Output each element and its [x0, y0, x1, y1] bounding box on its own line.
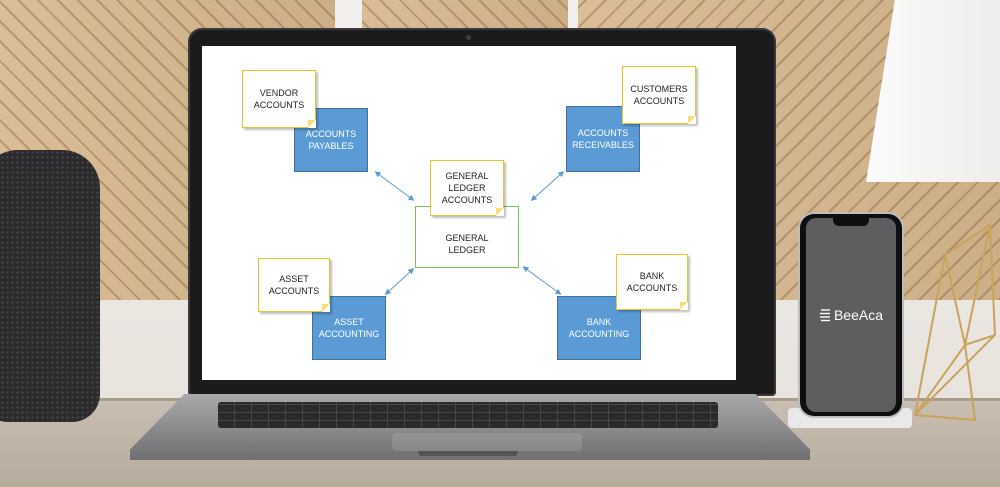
brand-logo: BeeAca — [819, 307, 883, 323]
laptop-screen: ACCOUNTS PAYABLES VENDOR ACCOUNTS ACCOUN… — [202, 46, 736, 380]
geometric-lamp-base — [913, 223, 997, 422]
brand-name: BeeAca — [833, 307, 884, 323]
phone-screen: BeeAca — [806, 218, 896, 412]
bank-accounts-note: BANK ACCOUNTS — [616, 254, 688, 310]
arrow-receivables-ledger — [530, 170, 565, 202]
arrow-payables-ledger — [374, 171, 415, 201]
laptop-trackpad — [392, 433, 582, 451]
general-ledger-accounts-note: GENERAL LEDGER ACCOUNTS — [430, 160, 504, 216]
smart-speaker — [0, 150, 100, 422]
arrow-bank-ledger — [522, 266, 562, 295]
laptop-keyboard — [218, 402, 718, 428]
asset-accounts-note: ASSET ACCOUNTS — [258, 258, 330, 312]
general-ledger-box: GENERAL LEDGER — [415, 206, 519, 268]
bee-logo-icon — [819, 309, 830, 322]
customers-accounts-note: CUSTOMERS ACCOUNTS — [622, 66, 696, 124]
diagram-arrows — [374, 170, 565, 296]
arrow-asset-ledger — [384, 267, 415, 296]
webcam-icon — [466, 35, 471, 40]
phone-notch — [833, 218, 869, 226]
vendor-accounts-note: VENDOR ACCOUNTS — [242, 70, 316, 128]
laptop-lid-notch — [418, 451, 518, 456]
accounts-receivables-box: ACCOUNTS RECEIVABLES — [566, 106, 640, 172]
